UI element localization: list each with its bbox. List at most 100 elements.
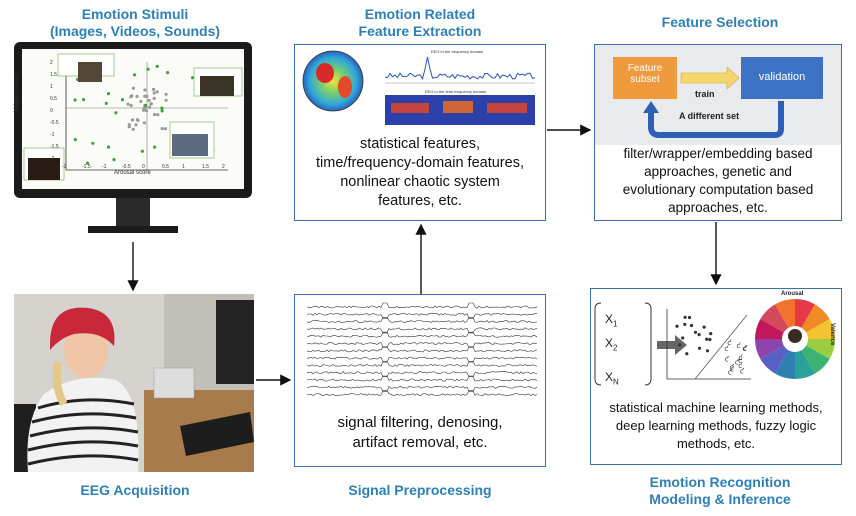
- scatter-point: ƈ: [724, 345, 729, 353]
- scatter-point: [689, 323, 694, 328]
- eeg-traces-figure: [306, 302, 538, 397]
- plot-x-tick: 2: [222, 164, 225, 170]
- pp-line1: signal filtering, denosing,: [337, 414, 503, 431]
- validation-label: validation: [758, 71, 806, 83]
- plot-point: [160, 109, 164, 113]
- preprocessing-title: Signal Preprocessing: [348, 482, 492, 498]
- eeg-trace: [306, 327, 538, 334]
- plot-point: [152, 87, 156, 91]
- eeg-trace: [306, 302, 538, 309]
- plot-point: [126, 102, 130, 106]
- plot-x-tick: 1.5: [202, 164, 209, 170]
- scatter-point: ƈ: [738, 354, 743, 362]
- feature-extraction-figure: [302, 50, 536, 125]
- plot-point: [130, 94, 134, 98]
- decision-boundary: [694, 314, 748, 380]
- scatter-point: ƈ: [727, 339, 732, 347]
- plot-point: [91, 141, 95, 145]
- plot-point: [147, 98, 151, 103]
- plot-point: [160, 106, 164, 110]
- face: [64, 322, 108, 378]
- plot-point: [106, 92, 111, 96]
- frequency-domain-line: [384, 56, 536, 81]
- plot-y-tick: 1.5: [50, 72, 57, 78]
- plot-point: [82, 98, 86, 102]
- plot-point: [73, 98, 77, 102]
- recognition-title-line1: Emotion Recognition: [649, 474, 791, 490]
- plot-point: [135, 94, 139, 98]
- plot-point: [145, 109, 149, 113]
- eeg-trace: [306, 317, 538, 323]
- scatter-point: ƈ: [743, 345, 748, 353]
- scatter-point: [683, 315, 687, 319]
- plot-xlabel: Arousal score: [114, 170, 151, 176]
- stripes: [27, 398, 139, 466]
- plot-point: [191, 76, 195, 80]
- fe-line3: nonlinear chaotic system: [340, 174, 500, 190]
- scatter-point: ƈ: [742, 345, 747, 353]
- monitor-right: [216, 300, 254, 384]
- plot-point: [104, 101, 108, 105]
- plot-point: [147, 105, 152, 109]
- scatter-point: ƈ: [730, 363, 735, 371]
- plot-y-tick: -2: [50, 156, 55, 162]
- eeg-trace: [306, 331, 538, 338]
- plot-x-tick: 0.5: [162, 164, 169, 170]
- face-icon: [788, 329, 802, 343]
- plot-x-tick: 0: [142, 164, 145, 170]
- plot-point: [106, 145, 111, 149]
- plot-point: [85, 161, 89, 165]
- stimuli-title-line1: Emotion Stimuli: [81, 6, 189, 22]
- fs-line2: approaches, genetic and: [644, 164, 792, 179]
- scatter-point: [705, 349, 710, 353]
- feature-extraction-box: EEG in the frequency domain EEG in the t…: [294, 44, 546, 221]
- eeg-trace: [306, 371, 538, 377]
- scatter-point: [702, 325, 706, 329]
- feature-extraction-title-line2: Feature Extraction: [358, 23, 482, 39]
- scatter-point: [697, 346, 702, 350]
- topomap-hot-1: [316, 63, 334, 83]
- plot-point: [160, 127, 164, 131]
- tf-band-1: [391, 103, 429, 113]
- plot-x-tick: 1: [182, 164, 185, 170]
- loop-arrow-head: [643, 101, 659, 113]
- stim-thumb-1: [78, 62, 102, 82]
- plot-point: [152, 96, 156, 100]
- recognition-title-line2: Modeling & Inference: [649, 491, 791, 507]
- eeg-photo-graphic: [14, 294, 254, 472]
- recognition-title: Emotion Recognition Modeling & Inference: [600, 474, 840, 508]
- plot-point: [149, 102, 153, 106]
- plot-point: [164, 92, 168, 96]
- monitor-neck: [116, 198, 150, 226]
- scatter-point: [697, 333, 701, 337]
- eeg-trace: [306, 342, 538, 348]
- scatter-point: [675, 324, 679, 328]
- loop-arrow: [648, 101, 784, 138]
- topomap-hot-2: [338, 76, 352, 98]
- feature-subset-block: [613, 57, 677, 99]
- plot-point: [155, 90, 159, 94]
- preprocessing-box: signal filtering, denosing, artifact rem…: [294, 294, 546, 467]
- feature-vector-item: XN: [605, 370, 619, 387]
- plot-y-tick: -0.5: [50, 120, 59, 126]
- feature-extraction-title: Emotion Related Feature Extraction: [320, 6, 520, 40]
- plot-point: [140, 149, 144, 153]
- hair: [52, 361, 68, 407]
- plot-point: [112, 158, 116, 162]
- recognition-text: statistical machine learning methods, de…: [591, 399, 841, 453]
- plot-point: [153, 112, 157, 117]
- amplifier: [153, 367, 195, 399]
- plot-x-tick: -2: [62, 164, 67, 170]
- plot-y-tick: 1: [50, 84, 53, 90]
- eeg-trace: [306, 390, 538, 397]
- stim-thumb-4: [28, 158, 60, 180]
- fe-line4: features, etc.: [378, 193, 462, 209]
- feature-selection-figure: [595, 45, 841, 145]
- eeg-photo: [14, 294, 254, 472]
- vector-bracket-left: [594, 302, 602, 386]
- monitor-base: [88, 226, 178, 233]
- plot-point: [153, 145, 157, 149]
- feature-selection-title: Feature Selection: [661, 14, 779, 30]
